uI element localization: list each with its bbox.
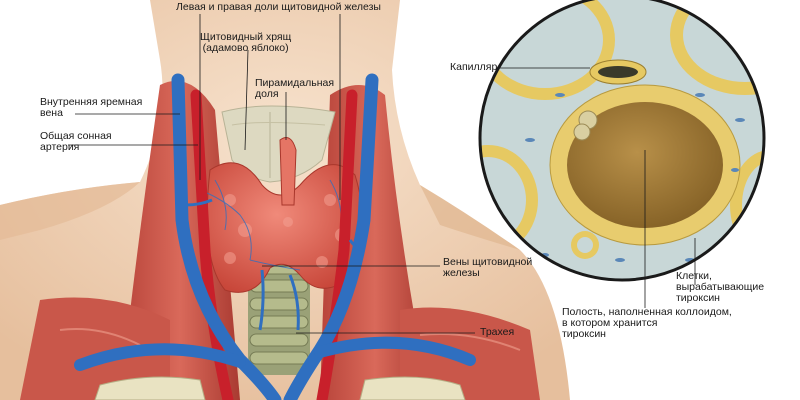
label-common-carotid-artery: Общая сонная артерия bbox=[40, 130, 112, 153]
label-thyroid-lobes: Левая и правая доли щитовидной железы bbox=[176, 1, 381, 13]
leader-lines bbox=[68, 14, 696, 334]
label-capillary: Капилляр bbox=[450, 61, 498, 73]
blood-vessels bbox=[74, 73, 476, 400]
label-pyramidal-lobe: Пирамидальная доля bbox=[255, 77, 335, 100]
label-trachea: Трахея bbox=[480, 326, 515, 338]
clavicles bbox=[94, 376, 466, 400]
label-internal-jugular-vein: Внутренняя яремная вена bbox=[40, 96, 143, 119]
label-hormone-cells: Клетки, вырабатывающие тироксин bbox=[676, 270, 765, 304]
label-colloid-cavity: Полость, наполненная коллоидом, в которо… bbox=[562, 306, 732, 340]
label-thyroid-cartilage: Щитовидный хрящ (адамово яблоко) bbox=[200, 31, 292, 54]
label-thyroid-veins: Вены щитовидной железы bbox=[443, 256, 533, 279]
